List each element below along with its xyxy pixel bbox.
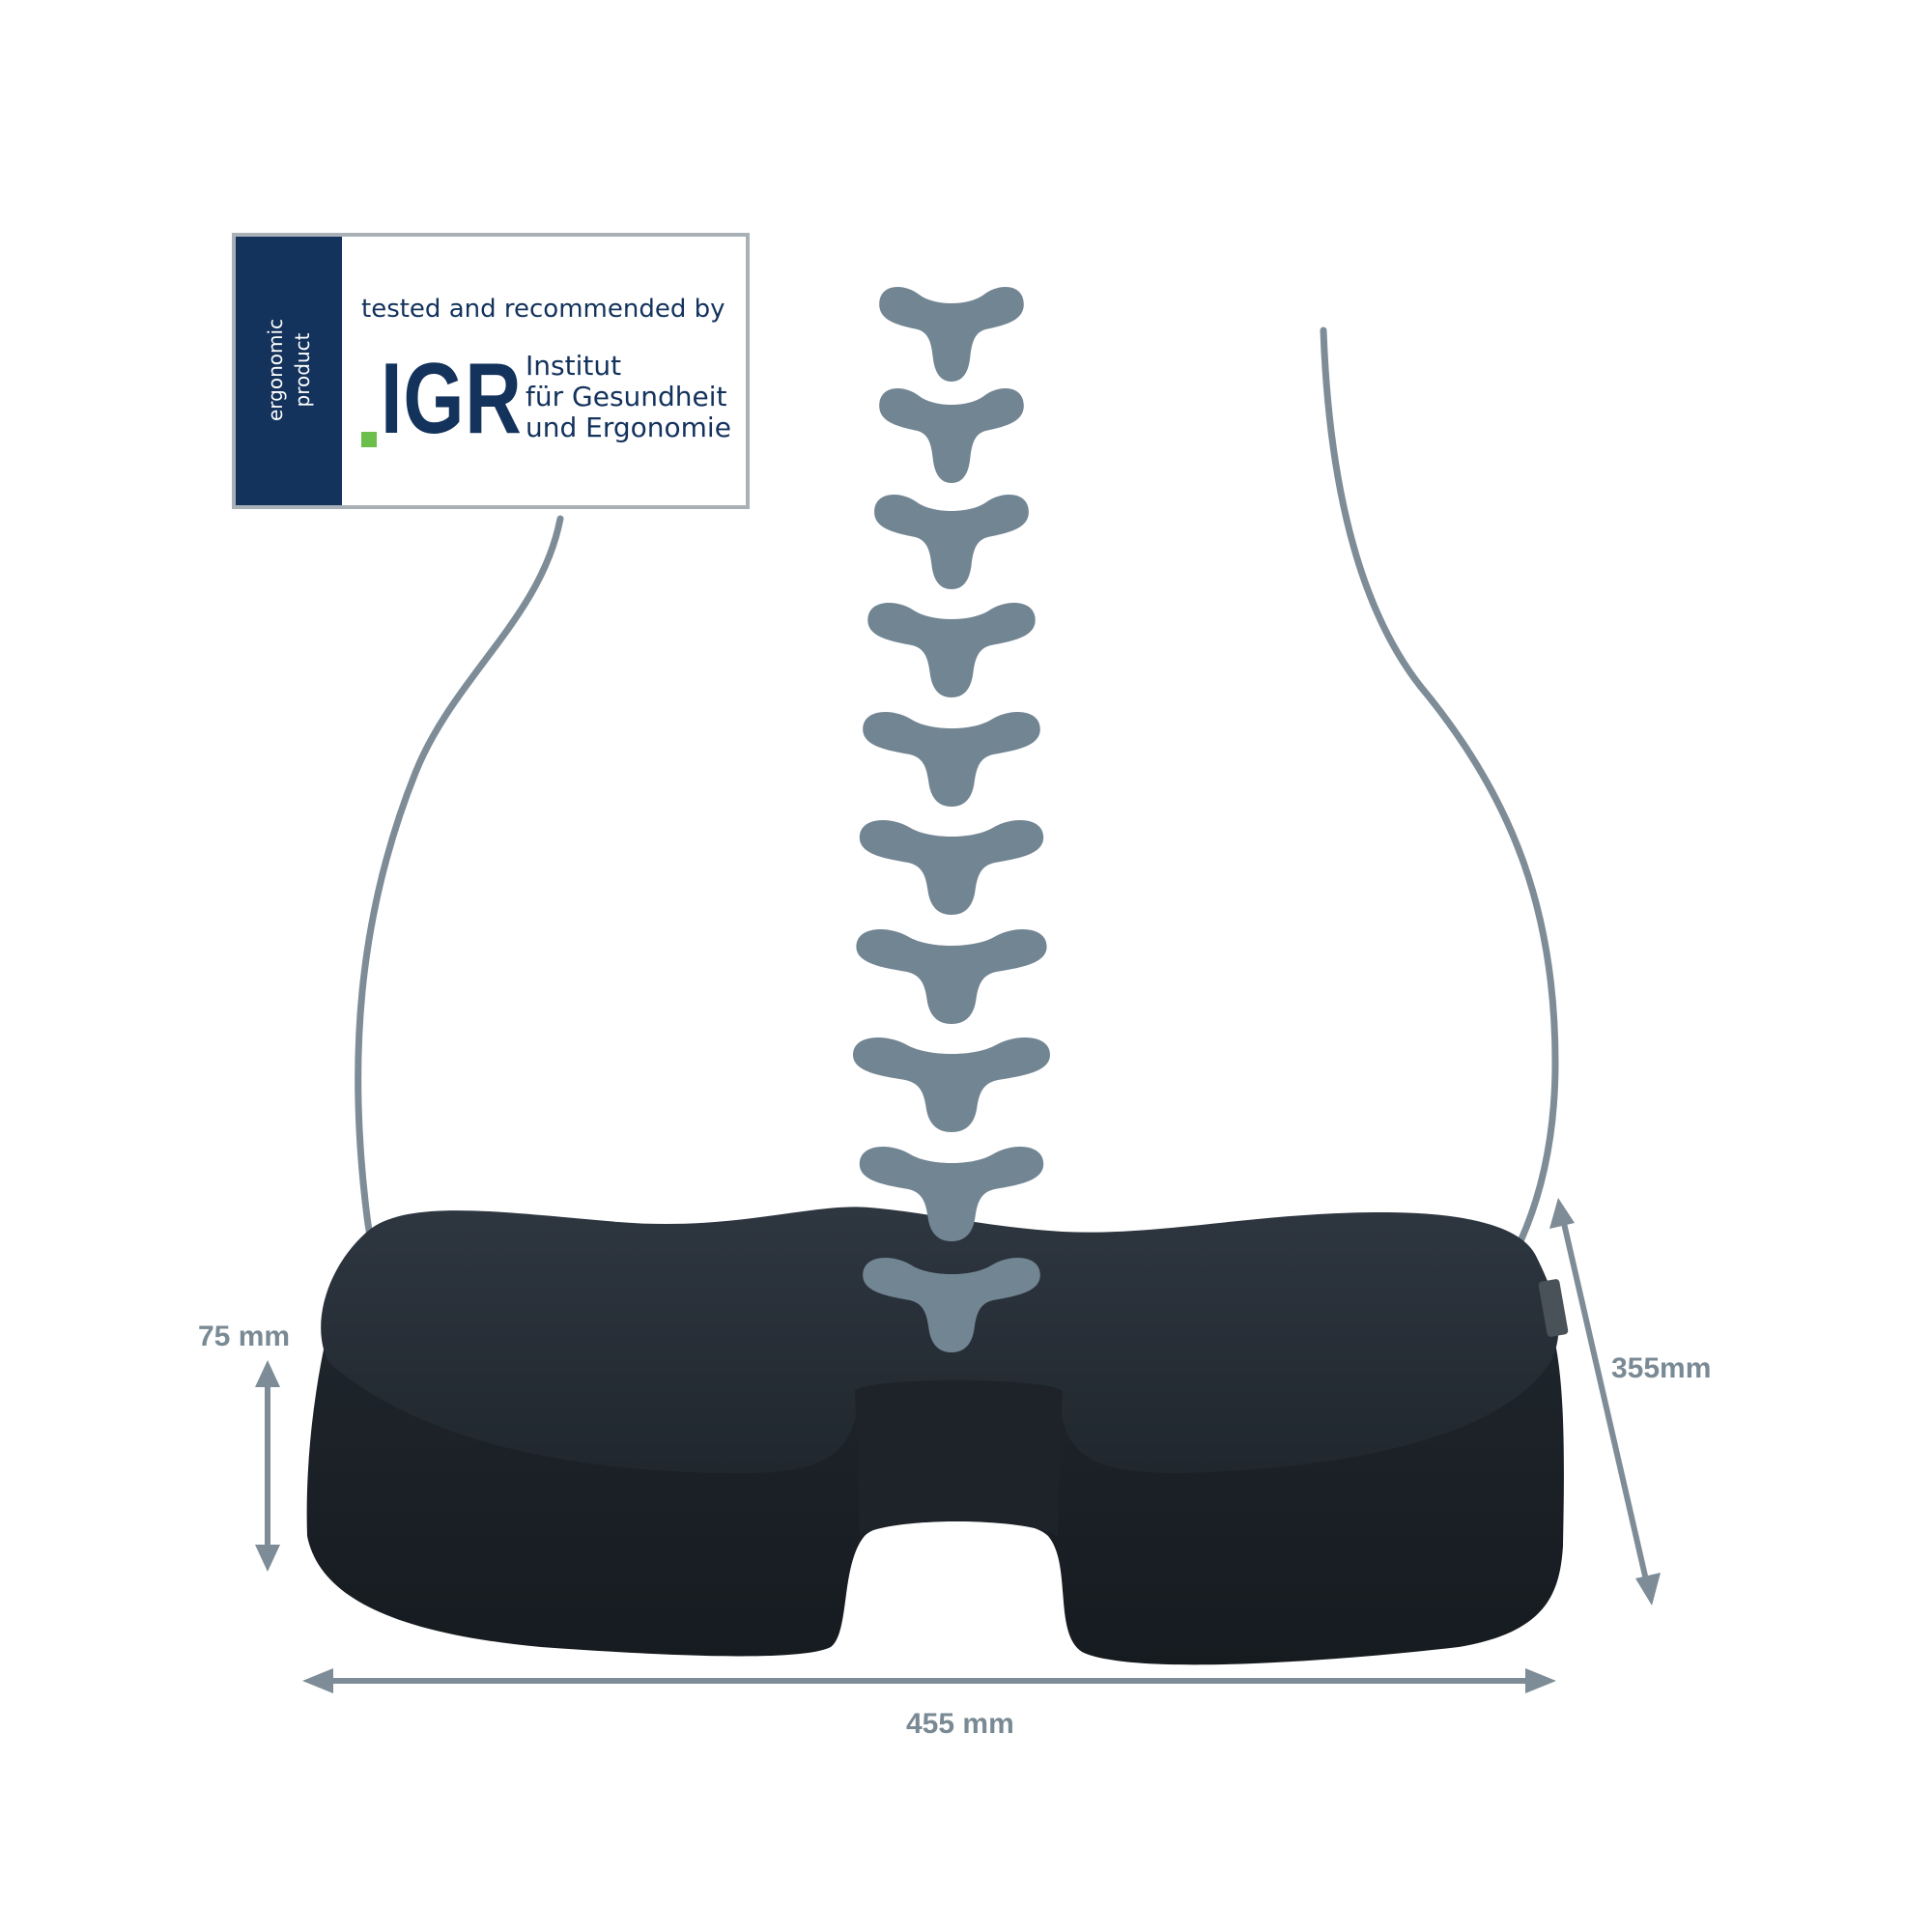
cushion-handle-tab bbox=[1538, 1279, 1569, 1337]
vertebra-10 bbox=[863, 1257, 1040, 1352]
height-dimension-arrow bbox=[255, 1360, 280, 1572]
vertebra-1 bbox=[879, 286, 1024, 382]
height-dimension-label: 75 mm bbox=[198, 1321, 291, 1352]
vertebra-6 bbox=[859, 819, 1044, 915]
badge-side-line-2: product bbox=[291, 332, 314, 408]
vertebra-2 bbox=[879, 387, 1024, 483]
vertebra-3 bbox=[874, 494, 1029, 589]
badge-side-line-1: ergonomic bbox=[264, 318, 287, 422]
igr-institute-name: Institut für Gesundheit und Ergonomie bbox=[526, 351, 731, 443]
width-dimension-label: 455 mm bbox=[906, 1708, 1014, 1740]
width-dimension-arrow bbox=[302, 1668, 1556, 1693]
igr-institute-line-1: Institut bbox=[526, 350, 622, 382]
vertebra-5 bbox=[863, 711, 1040, 807]
spine-illustration bbox=[853, 286, 1050, 1352]
seat-cushion-channel bbox=[855, 1379, 1063, 1536]
depth-dimension-label: 355mm bbox=[1611, 1352, 1712, 1384]
igr-institute-line-2: für Gesundheit bbox=[526, 381, 727, 412]
badge-side-panel: ergonomic product bbox=[236, 237, 342, 505]
depth-dimension-arrow bbox=[1549, 1198, 1661, 1605]
igr-logo-dot bbox=[361, 432, 377, 447]
badge-side-text: ergonomic product bbox=[262, 264, 316, 476]
certification-badge: ergonomic product tested and recommended… bbox=[232, 233, 750, 509]
vertebra-7 bbox=[856, 928, 1047, 1024]
vertebra-4 bbox=[867, 602, 1036, 697]
badge-tagline: tested and recommended by bbox=[361, 295, 725, 324]
vertebra-8 bbox=[853, 1037, 1050, 1132]
igr-institute-line-3: und Ergonomie bbox=[526, 412, 731, 443]
igr-logo-mark: IGR bbox=[381, 343, 523, 455]
vertebra-9 bbox=[859, 1146, 1044, 1241]
